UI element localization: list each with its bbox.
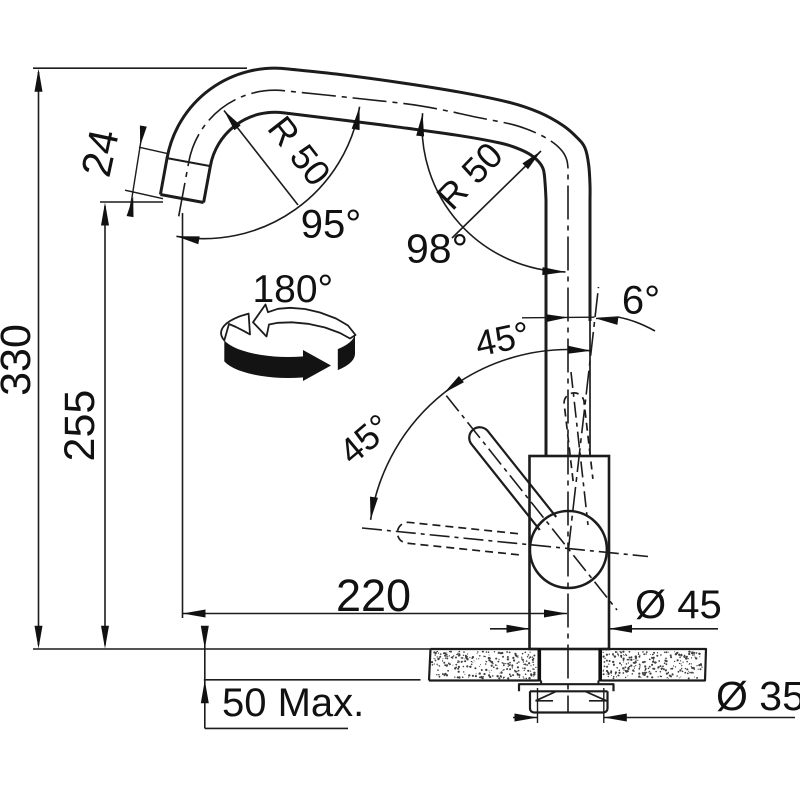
svg-text:24: 24 (72, 125, 128, 180)
svg-text:Ø 45: Ø 45 (635, 583, 722, 627)
svg-text:50 Max.: 50 Max. (222, 681, 364, 725)
svg-text:330: 330 (0, 324, 40, 396)
svg-text:95°: 95° (301, 203, 362, 247)
svg-text:Ø 35: Ø 35 (716, 673, 800, 719)
svg-text:255: 255 (56, 390, 104, 462)
svg-text:220: 220 (336, 570, 411, 621)
svg-text:6°: 6° (622, 279, 660, 323)
